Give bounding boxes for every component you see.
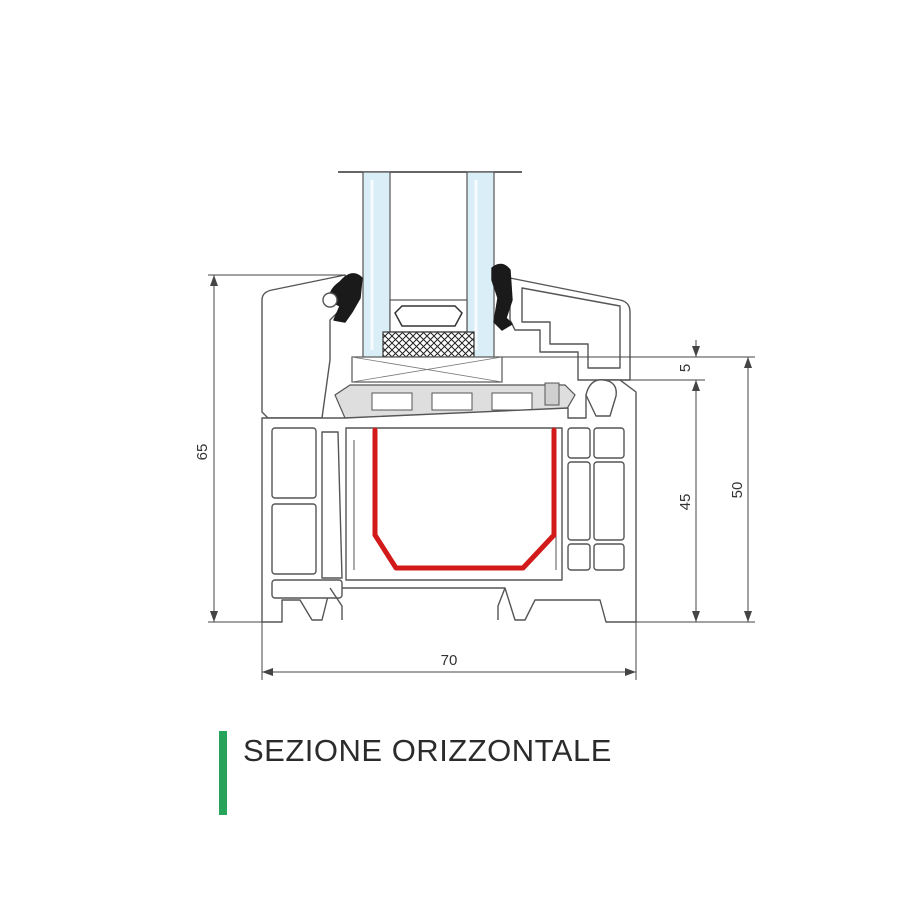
steel-reinforcement [372,427,557,571]
dimension-arrows [210,275,752,676]
dim-label-50: 50 [729,482,746,499]
gasket-right [491,263,513,331]
glazing-unit [338,171,522,359]
glass-pane-left [362,171,391,359]
dim-label-45: 45 [677,494,694,511]
sash-profile [261,263,631,419]
dimension-lines [208,274,755,680]
dim-label-70: 70 [441,652,458,669]
glazing-block [351,356,503,383]
frame-profile [261,379,637,623]
caption-accent-bar [219,731,227,815]
sealant-hatch [382,331,475,358]
glass-pane-right [466,171,495,359]
dim-label-65: 65 [194,444,211,461]
gasket-left [329,273,363,323]
section-caption: SEZIONE ORIZZONTALE [243,733,612,768]
dim-label-5: 5 [677,364,694,372]
